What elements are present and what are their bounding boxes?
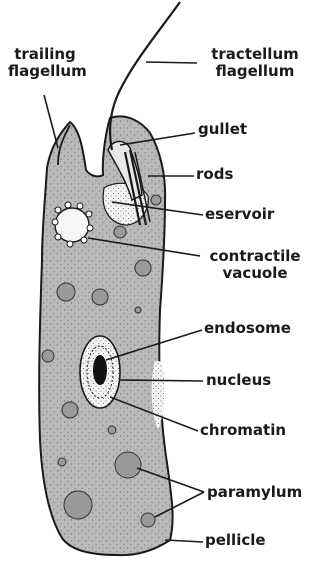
label-trailing-flagellum: trailing flagellum [8, 46, 82, 80]
endosome-shape [93, 355, 107, 385]
label-tractellum-flagellum: tractellum flagellum [194, 46, 316, 80]
label-tractellum-line1: tractellum [194, 46, 316, 63]
label-trailing-flagellum-line2: flagellum [8, 63, 82, 80]
label-paramylum: paramylum [207, 484, 302, 501]
label-reservoir: eservoir [205, 206, 274, 223]
label-contractile-line2: vacuole [200, 265, 310, 282]
label-tractellum-line2: flagellum [194, 63, 316, 80]
nucleus [80, 336, 120, 408]
label-pellicle: pellicle [205, 532, 266, 549]
label-endosome: endosome [204, 320, 291, 337]
label-trailing-flagellum-line1: trailing [8, 46, 82, 63]
label-contractile-vacuole: contractile vacuole [200, 248, 310, 282]
label-chromatin: chromatin [200, 422, 286, 439]
label-rods: rods [196, 166, 233, 183]
label-nucleus: nucleus [206, 372, 271, 389]
label-gullet: gullet [198, 121, 247, 138]
label-contractile-line1: contractile [200, 248, 310, 265]
cell-body [39, 116, 172, 555]
